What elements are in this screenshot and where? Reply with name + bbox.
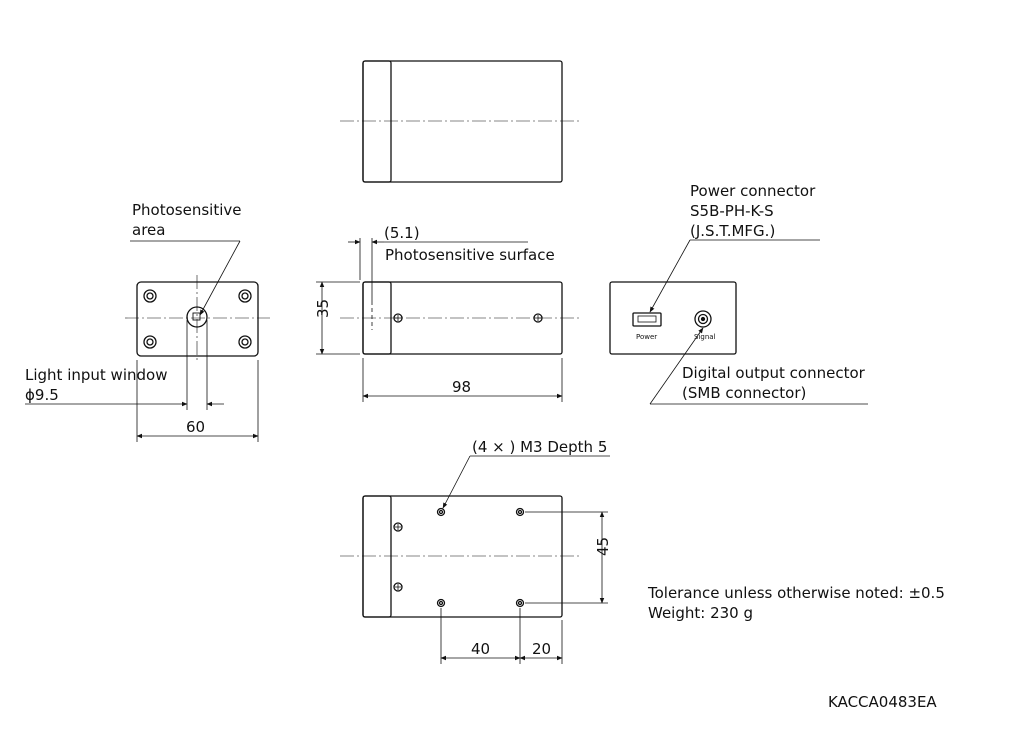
label-signal-port: Signal bbox=[694, 333, 716, 341]
dim-40: 40 bbox=[471, 640, 490, 658]
bottom-view bbox=[340, 455, 610, 664]
light-input-window bbox=[186, 306, 208, 328]
label-power-connector-3: (J.S.T.MFG.) bbox=[690, 222, 775, 240]
screw-icon bbox=[533, 313, 543, 323]
dim-35: 35 bbox=[314, 299, 332, 318]
mount-hole-icon bbox=[515, 598, 525, 608]
label-photosensitive-area-2: area bbox=[132, 221, 165, 239]
label-mount-holes: (4 × ) M3 Depth 5 bbox=[472, 438, 607, 456]
screw-icon bbox=[238, 335, 252, 349]
drawing-code: KACCA0483EA bbox=[828, 693, 937, 711]
rear-view bbox=[609, 239, 868, 405]
screw-icon bbox=[143, 289, 157, 303]
power-connector-icon bbox=[632, 312, 662, 327]
mount-hole-icon bbox=[436, 598, 446, 608]
label-photosensitive-surface: Photosensitive surface bbox=[385, 246, 555, 264]
screw-icon bbox=[238, 289, 252, 303]
dim-98: 98 bbox=[452, 378, 471, 396]
screw-icon bbox=[393, 522, 403, 532]
label-dim-5-1: (5.1) bbox=[384, 224, 420, 242]
top-view bbox=[340, 60, 580, 183]
label-light-input-2: ϕ9.5 bbox=[25, 386, 59, 404]
label-digital-output-2: (SMB connector) bbox=[682, 384, 806, 402]
signal-connector-icon bbox=[694, 310, 712, 328]
label-light-input-1: Light input window bbox=[25, 366, 167, 384]
label-weight: Weight: 230 g bbox=[648, 604, 753, 622]
dim-60: 60 bbox=[186, 418, 205, 436]
dim-20: 20 bbox=[532, 640, 551, 658]
label-photosensitive-area-1: Photosensitive bbox=[132, 201, 241, 219]
mount-hole-icon bbox=[515, 507, 525, 517]
label-power-port: Power bbox=[636, 333, 657, 341]
mount-hole-icon bbox=[436, 507, 446, 517]
label-power-connector-2: S5B-PH-K-S bbox=[690, 202, 774, 220]
dim-45: 45 bbox=[594, 537, 612, 556]
front-view bbox=[25, 240, 270, 442]
screw-icon bbox=[393, 582, 403, 592]
label-digital-output-1: Digital output connector bbox=[682, 364, 866, 382]
label-tolerance: Tolerance unless otherwise noted: ±0.5 bbox=[647, 584, 945, 602]
screw-icon bbox=[393, 313, 403, 323]
side-view bbox=[316, 238, 580, 402]
screw-icon bbox=[143, 335, 157, 349]
label-power-connector-1: Power connector bbox=[690, 182, 816, 200]
